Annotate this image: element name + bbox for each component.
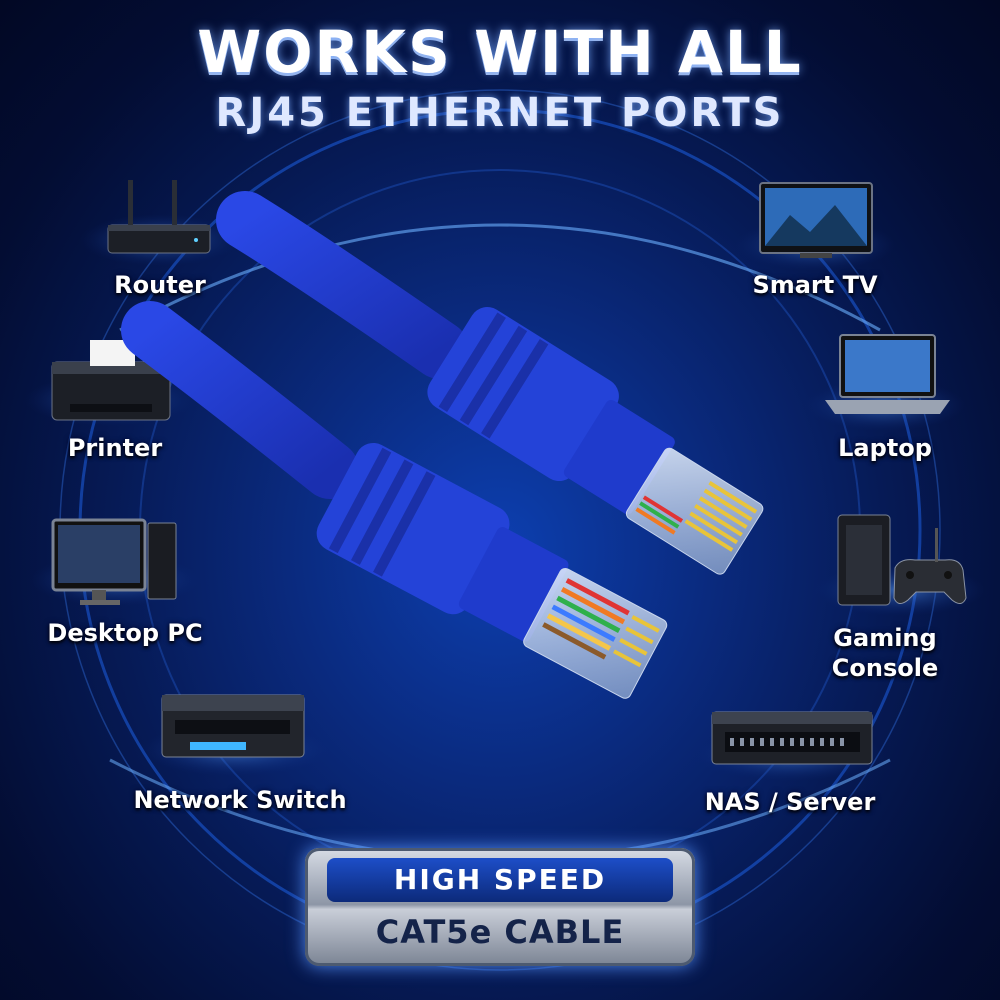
laptop-label: Laptop: [838, 434, 932, 462]
nas-server-icon: [711, 711, 873, 765]
badge-high-speed: HIGH SPEED: [327, 858, 673, 902]
smart-tv-label: Smart TV: [752, 271, 878, 299]
printer-icon: [51, 340, 171, 421]
printer-label: Printer: [67, 434, 163, 462]
desktop-pc-icon: [51, 518, 177, 605]
gaming-console-label-line1: Gaming: [833, 624, 937, 652]
nas-server-label: NAS / Server: [704, 788, 876, 816]
speed-badge: HIGH SPEED CAT5e CABLE: [305, 848, 695, 966]
gaming-console-label-line2: Console: [831, 654, 939, 682]
ethernet-cable-icon: [121, 191, 764, 699]
headline-line2: RJ45 ETHERNET PORTS: [215, 90, 785, 136]
gaming-console-icon: [837, 514, 967, 606]
network-switch-icon: [161, 694, 305, 758]
headline-line1: WORKS WITH ALL: [197, 18, 803, 86]
smart-tv-icon: [759, 182, 873, 258]
network-switch-label: Network Switch: [133, 786, 347, 814]
laptop-icon: [825, 334, 950, 414]
router-label: Router: [114, 271, 206, 299]
desktop-pc-label: Desktop PC: [47, 619, 203, 647]
router-icon: [107, 180, 211, 254]
badge-cable-type: CAT5e CABLE: [375, 913, 625, 951]
